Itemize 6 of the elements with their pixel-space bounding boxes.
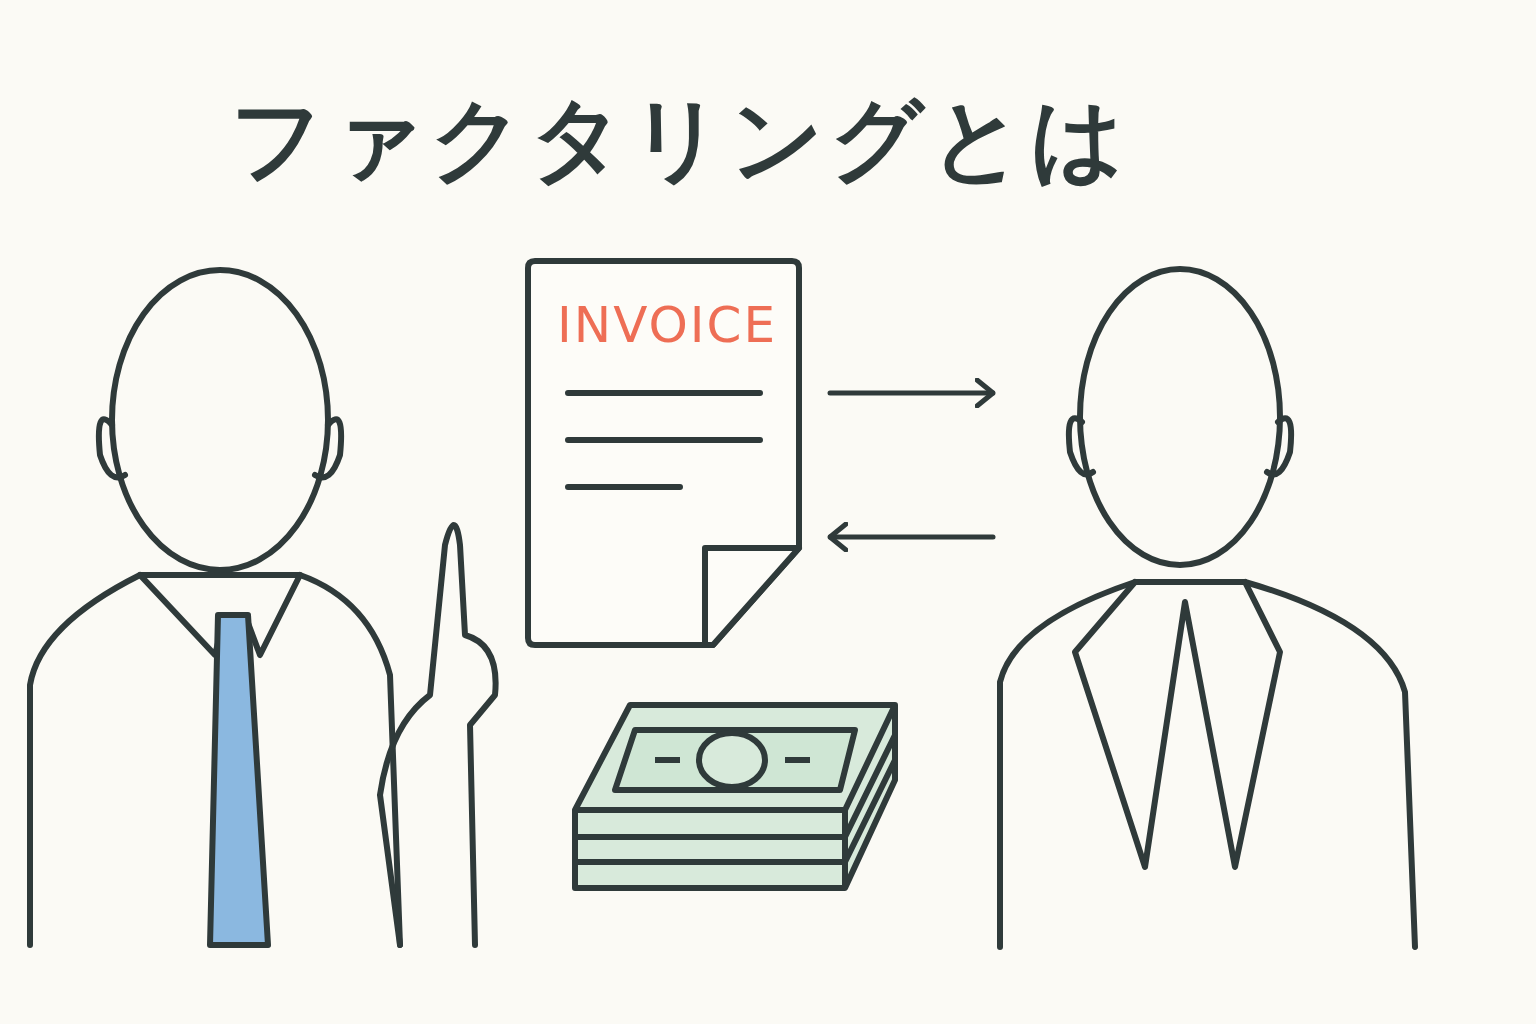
arrow [827,377,996,409]
document-heading: INVOICE [557,296,778,354]
invoice-document [525,258,802,648]
title: ファクタリングとは [230,85,1130,195]
arrow [827,521,996,553]
money-stack-drawing [570,700,900,892]
